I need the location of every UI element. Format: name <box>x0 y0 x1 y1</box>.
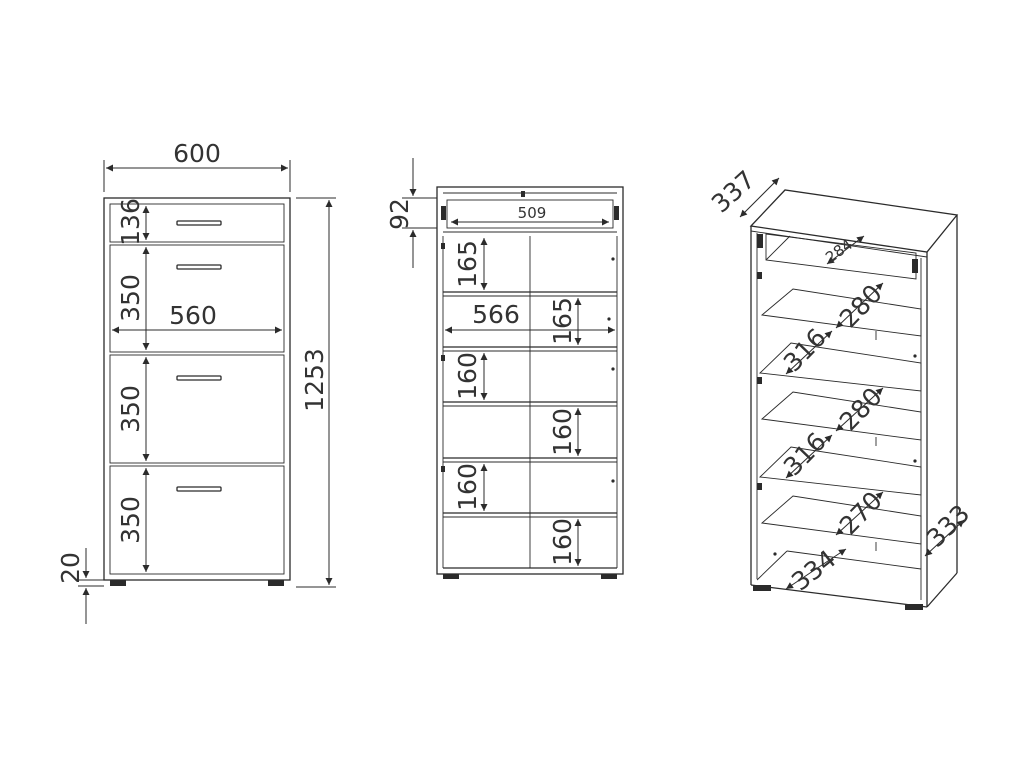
dim-plinth: 20 <box>56 552 85 584</box>
iso-top-panel <box>749 189 959 253</box>
dim-shelf-3: 160 <box>453 352 482 400</box>
dim-flap-1: 350 <box>116 274 145 322</box>
iso-shelf-5 <box>760 495 922 545</box>
dim-drawer-inner-width: 509 <box>518 204 547 222</box>
dim-shelf-1: 165 <box>453 240 482 288</box>
drawer-runner-right <box>614 206 619 220</box>
dim-open-inner-width: 566 <box>472 300 520 329</box>
open-view: 92 509 566 165 165 160 160 160 160 <box>385 158 624 579</box>
flap-handle-1 <box>176 264 222 270</box>
open-cabinet-body <box>436 186 624 575</box>
front-flap-3 <box>109 465 285 575</box>
dim-gap-b: 316 <box>778 427 832 481</box>
dim-drawer-height: 92 <box>385 198 414 230</box>
iso-drawer <box>765 233 917 280</box>
dim-gap-a: 316 <box>778 323 832 377</box>
front-foot-right <box>268 580 284 586</box>
open-drawer-box <box>446 199 614 229</box>
dim-top-drawer: 136 <box>116 198 145 246</box>
iso-view: 337 284 280 316 280 316 270 334 333 <box>706 165 975 610</box>
drawer-runner-left <box>441 206 446 220</box>
iso-shelf-4 <box>759 446 922 496</box>
dim-height: 1253 <box>300 348 329 412</box>
hinge-1 <box>441 243 445 249</box>
hinge-2 <box>441 355 445 361</box>
front-flap-1 <box>109 244 285 353</box>
dim-shelf-6: 160 <box>548 518 577 566</box>
dim-shelf-c: 270 <box>834 486 888 540</box>
front-top-drawer <box>109 203 285 243</box>
iso-foot-left <box>753 585 771 591</box>
hinge-3 <box>441 466 445 472</box>
dim-flap-3: 350 <box>116 496 145 544</box>
drawer-handle <box>176 220 222 226</box>
front-view: 600 1253 560 136 350 350 350 20 <box>56 139 336 624</box>
open-foot-left <box>443 574 459 579</box>
dim-inner-width: 560 <box>169 301 217 330</box>
iso-shelf-1 <box>760 288 922 337</box>
flap-handle-3 <box>176 486 222 492</box>
iso-shelf-3 <box>760 391 922 441</box>
dim-flap-2: 350 <box>116 385 145 433</box>
dim-shelf-2: 165 <box>548 297 577 345</box>
front-flap-2 <box>109 354 285 464</box>
dim-width: 600 <box>173 139 221 168</box>
front-foot-left <box>110 580 126 586</box>
iso-shelf-2 <box>759 342 922 392</box>
dim-depth: 337 <box>706 165 761 218</box>
dim-shelf-4: 160 <box>548 408 577 456</box>
dim-drawer-depth: 284 <box>822 235 856 266</box>
iso-foot-right <box>905 604 923 610</box>
front-cabinet-body <box>103 197 291 581</box>
open-foot-right <box>601 574 617 579</box>
dim-shelf-b: 280 <box>834 382 888 436</box>
flap-handle-2 <box>176 375 222 381</box>
dim-side-depth: 333 <box>921 499 975 553</box>
dim-shelf-5: 160 <box>453 463 482 511</box>
